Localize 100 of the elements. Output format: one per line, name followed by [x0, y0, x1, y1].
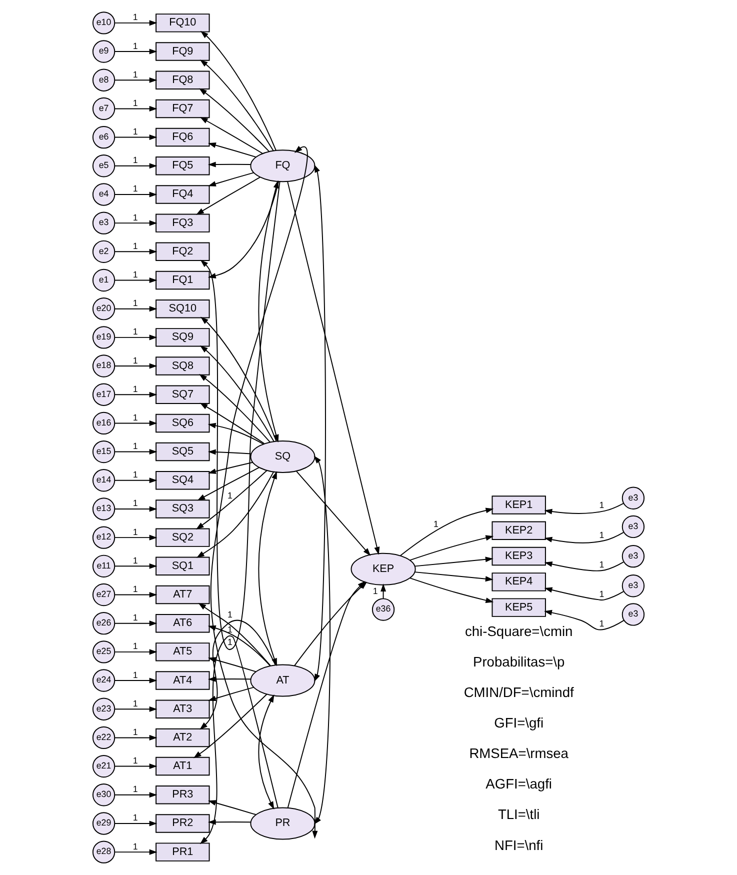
edge-label: 1 — [132, 470, 138, 480]
node-box: AT1 — [156, 756, 210, 776]
node-circle: e16 — [92, 412, 116, 435]
edge-label: 1 — [228, 624, 232, 634]
arrow — [258, 471, 277, 666]
arrow — [114, 277, 158, 284]
edge-label: 1 — [132, 841, 138, 852]
node-box: SQ3 — [156, 500, 210, 518]
node-circle: e3 — [92, 212, 116, 234]
node-circle: e9 — [92, 40, 116, 63]
arrow — [208, 162, 252, 168]
arrow — [200, 60, 274, 152]
arrow — [544, 561, 624, 572]
edge-label: 1 — [132, 69, 138, 80]
node-circle: e13 — [92, 498, 116, 520]
arrow — [114, 820, 158, 826]
arrow — [114, 563, 158, 569]
arrow — [200, 30, 276, 151]
node-circle: e4 — [92, 183, 116, 206]
arrow — [114, 534, 158, 540]
arrow — [208, 142, 256, 158]
arrow — [114, 334, 158, 340]
edge-label: 1 — [132, 126, 138, 137]
arrow — [200, 117, 264, 154]
node-box: FQ6 — [156, 128, 210, 147]
arrow — [114, 678, 158, 684]
edge-label: 1 — [132, 212, 138, 222]
node-box: KEP5 — [492, 598, 546, 617]
edge-label: 1 — [132, 526, 138, 537]
node-box: KEP1 — [492, 496, 546, 514]
node-circle: e10 — [92, 12, 116, 34]
node-ellipse: AT — [250, 664, 316, 697]
arrow — [414, 556, 494, 567]
edge-label: 1 — [132, 698, 138, 708]
label: RMSEA=\rmsea — [469, 746, 568, 762]
arrow — [380, 584, 386, 599]
node-circle: e5 — [92, 154, 116, 178]
edge-label: 1 — [132, 412, 138, 422]
node-box: SQ5 — [156, 442, 210, 462]
node-box: PR2 — [156, 814, 210, 833]
node-circle: e26 — [92, 612, 116, 635]
node-box: KEP4 — [492, 572, 546, 592]
arrow — [114, 163, 158, 169]
node-box: AT5 — [156, 642, 210, 662]
arrow — [200, 635, 278, 844]
arrow — [114, 449, 158, 455]
node-circle: e3 — [622, 574, 645, 598]
arrow — [114, 192, 158, 198]
edge-label: 1 — [132, 355, 138, 366]
edge-label: 1 — [132, 98, 138, 108]
arrow — [114, 649, 158, 655]
node-circle: e19 — [92, 326, 116, 349]
node-ellipse: PR — [250, 807, 316, 840]
node-box: FQ3 — [156, 214, 210, 232]
node-box: SQ1 — [156, 556, 210, 576]
node-circle: e27 — [92, 583, 116, 606]
edge-label: 1 — [228, 637, 232, 648]
arrow — [114, 478, 158, 484]
arrow — [196, 470, 268, 530]
arrow — [414, 572, 494, 582]
arrow — [114, 706, 158, 712]
arrow — [114, 506, 158, 512]
edge-label: 1 — [599, 588, 604, 599]
node-box: FQ1 — [156, 270, 210, 290]
edge-label: 1 — [132, 155, 138, 166]
node-box: FQ5 — [156, 156, 210, 176]
node-box: SQ4 — [156, 471, 210, 490]
arrow — [114, 220, 158, 226]
edge-label: 1 — [599, 559, 604, 570]
arrow — [114, 106, 158, 112]
arrow — [198, 602, 271, 666]
edge-label: 1 — [434, 518, 438, 529]
node-circle: e23 — [92, 698, 116, 720]
label: CMIN/DF=\cmindf — [464, 684, 574, 700]
edge-label: 1 — [132, 298, 138, 308]
edge-label: 1 — [132, 240, 138, 251]
arrow — [208, 422, 264, 444]
arrow — [314, 164, 326, 682]
label: AGFI=\agfi — [486, 776, 552, 792]
node-circle: e7 — [92, 97, 116, 120]
node-box: KEP3 — [492, 546, 546, 566]
arrow — [208, 819, 252, 825]
edge-label: 1 — [132, 612, 138, 623]
arrow — [544, 502, 624, 514]
node-box: KEP2 — [492, 521, 546, 540]
node-circle: e8 — [92, 68, 116, 92]
arrow — [114, 764, 158, 770]
arrow — [196, 176, 260, 215]
arrow — [409, 578, 494, 604]
arrow — [114, 306, 158, 312]
node-box: FQ8 — [156, 70, 210, 90]
label: chi-Square=\cmin — [464, 624, 573, 639]
arrow — [114, 134, 158, 140]
node-box: PR3 — [156, 786, 210, 804]
node-box: FQ7 — [156, 99, 210, 118]
arrow — [409, 535, 494, 561]
arrow — [208, 800, 256, 816]
node-circle: e12 — [92, 526, 116, 549]
node-circle: e17 — [92, 383, 116, 406]
node-circle: e3 — [622, 603, 645, 626]
